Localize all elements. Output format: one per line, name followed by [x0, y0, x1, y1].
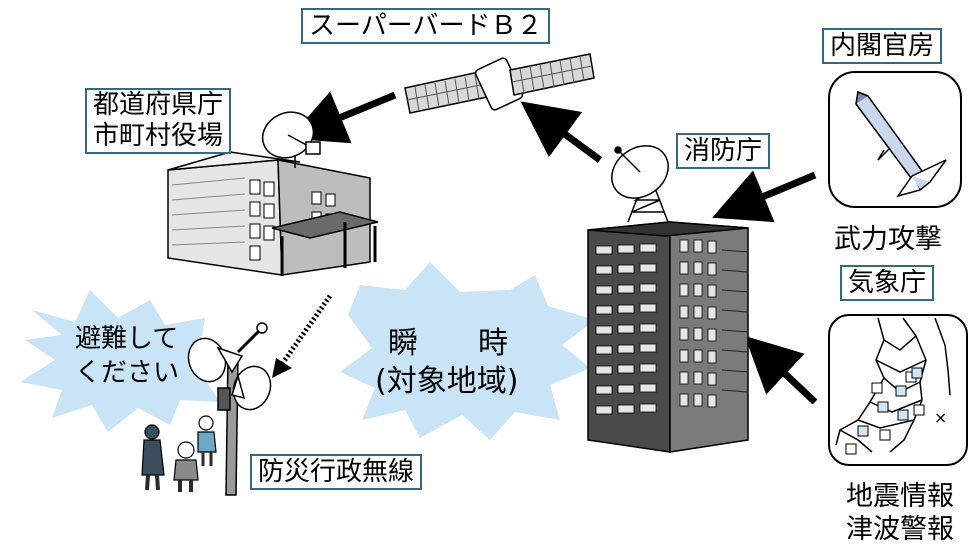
evacuate-burst-shape — [20, 290, 228, 432]
arrow-fdma-to-satellite — [520, 101, 603, 163]
instant-text-line1: 瞬 時 — [388, 326, 508, 361]
fdma-label: 消防庁 — [676, 133, 771, 169]
prefecture-label-line2: 市町村役場 — [93, 121, 224, 151]
prefecture-label-line1: 都道府県庁 — [93, 90, 224, 120]
satellite-label: スーパーバードＢ２ — [301, 8, 551, 44]
jma-label: 気象庁 — [840, 265, 935, 301]
arrow-satellite-to-prefecture — [289, 91, 397, 144]
satellite-illustration — [404, 53, 595, 114]
evacuate-text-line1: 避難して — [75, 324, 179, 354]
satellite-dish-prefecture — [261, 111, 321, 168]
cabinet-secretariat-label: 内閣官房 — [822, 28, 943, 64]
armed-attack-caption: 武力攻撃 — [834, 224, 942, 255]
people-group — [141, 415, 217, 492]
arrow-cabinet-to-fdma — [712, 170, 817, 223]
dotted-arrow-to-radio — [272, 294, 333, 378]
disaster-radio-label: 防災行政無線 — [250, 454, 423, 490]
instant-text-line2: (対象地域) — [375, 364, 519, 399]
loudspeaker-pole — [187, 322, 272, 496]
intensity-squares — [845, 367, 925, 455]
missile-icon — [855, 90, 947, 198]
map-cross-mark: × — [934, 408, 948, 427]
fdma-high-rise-building — [587, 221, 749, 453]
evacuate-text-line2: ください — [75, 358, 180, 388]
instant-burst-shape — [340, 262, 595, 440]
japan-map-outline — [835, 317, 951, 453]
prefecture-municipal-label: 都道府県庁 市町村役場 — [85, 88, 232, 154]
arrow-jma-to-fdma — [744, 335, 818, 405]
quake-info-caption-line1: 地震情報 — [846, 481, 954, 512]
quake-map-card — [828, 314, 968, 466]
fdma-parabolic-dish — [611, 145, 669, 199]
missile-icon-card — [828, 71, 962, 208]
prefecture-office-building — [167, 151, 379, 276]
quake-info-caption-line2: 津波警報 — [846, 514, 954, 545]
